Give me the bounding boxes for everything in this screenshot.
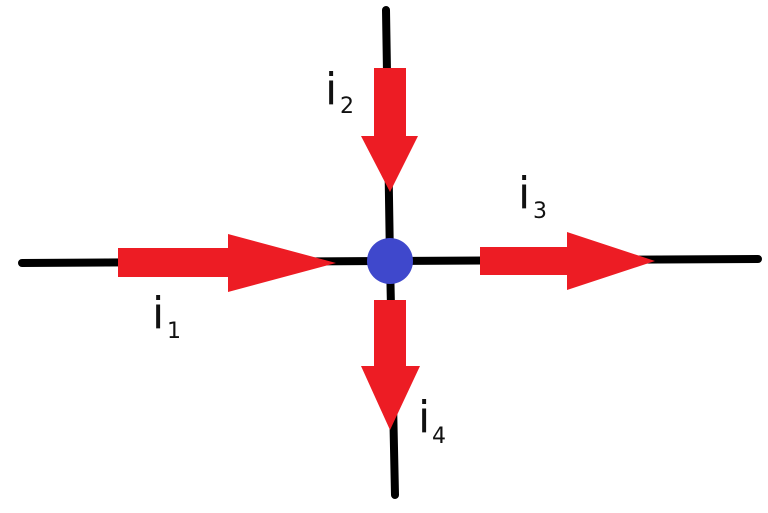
label-i3: i 3 <box>518 168 547 224</box>
label-i3-subscript: 3 <box>533 199 547 224</box>
label-i2-subscript: 2 <box>340 94 354 119</box>
arrow-i4-icon <box>361 300 420 430</box>
junction-node-icon <box>367 238 413 284</box>
label-i2: i 2 <box>325 64 354 119</box>
arrow-i3-icon <box>480 232 655 290</box>
label-i3-letter: i <box>518 168 530 219</box>
label-i2-letter: i <box>325 64 337 115</box>
label-i1-letter: i <box>152 288 164 339</box>
label-i4: i 4 <box>418 392 446 449</box>
arrow-i1-icon <box>118 234 336 292</box>
label-i4-subscript: 4 <box>432 424 446 449</box>
current-arrows <box>118 68 655 430</box>
label-i4-letter: i <box>418 392 430 443</box>
arrow-i2-icon <box>361 68 418 192</box>
label-i1-subscript: 1 <box>167 319 181 344</box>
label-i1: i 1 <box>152 288 181 344</box>
